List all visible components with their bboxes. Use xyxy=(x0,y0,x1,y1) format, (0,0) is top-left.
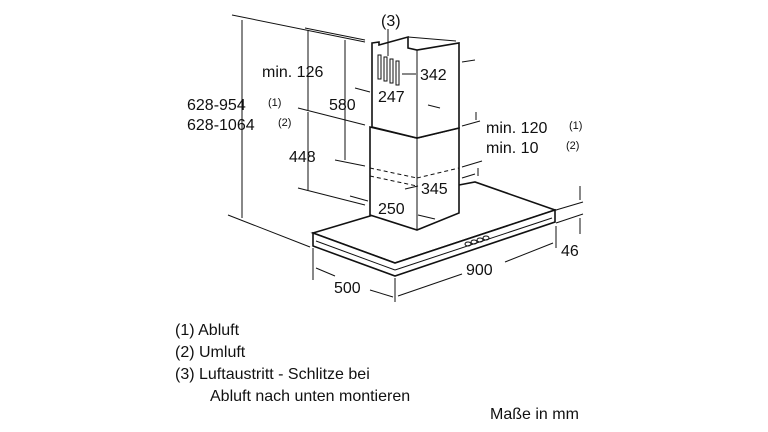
dim-448: 448 xyxy=(289,149,316,166)
note-1: (1) xyxy=(268,97,281,109)
units-note: Maße in mm xyxy=(490,406,579,423)
note-2: (2) xyxy=(278,117,291,129)
dimension-lines xyxy=(227,14,584,302)
legend-item-umluft: (2) Umluft xyxy=(175,344,246,361)
air-outlet-slots-icon xyxy=(377,54,400,86)
dim-height-abluft: 628-954 xyxy=(187,97,246,114)
note-1: (1) xyxy=(569,120,582,132)
dim-900: 900 xyxy=(466,262,493,279)
dim-min-10: min. 10 xyxy=(486,140,539,157)
legend-item-luftaustritt-continuation: Abluft nach unten montieren xyxy=(210,388,411,405)
note-2: (2) xyxy=(566,140,579,152)
dim-min-120: min. 120 xyxy=(486,120,547,137)
dim-46: 46 xyxy=(561,243,579,260)
legend-item-luftaustritt: (3) Luftaustritt - Schlitze bei xyxy=(175,366,370,383)
control-buttons xyxy=(464,235,490,247)
dim-min-126: min. 126 xyxy=(262,64,323,81)
callout-3-label: (3) xyxy=(381,13,401,30)
dim-342: 342 xyxy=(420,67,447,84)
dim-247: 247 xyxy=(378,89,405,106)
dim-500: 500 xyxy=(334,280,361,297)
dim-580: 580 xyxy=(329,97,356,114)
legend: (1) Abluft (2) Umluft (3) Luftaustritt -… xyxy=(175,320,410,408)
dim-345: 345 xyxy=(421,181,448,198)
legend-item-abluft: (1) Abluft xyxy=(175,322,240,339)
dim-height-umluft: 628-1064 xyxy=(187,117,255,134)
dim-250: 250 xyxy=(378,201,405,218)
upper-chimney xyxy=(371,35,460,139)
